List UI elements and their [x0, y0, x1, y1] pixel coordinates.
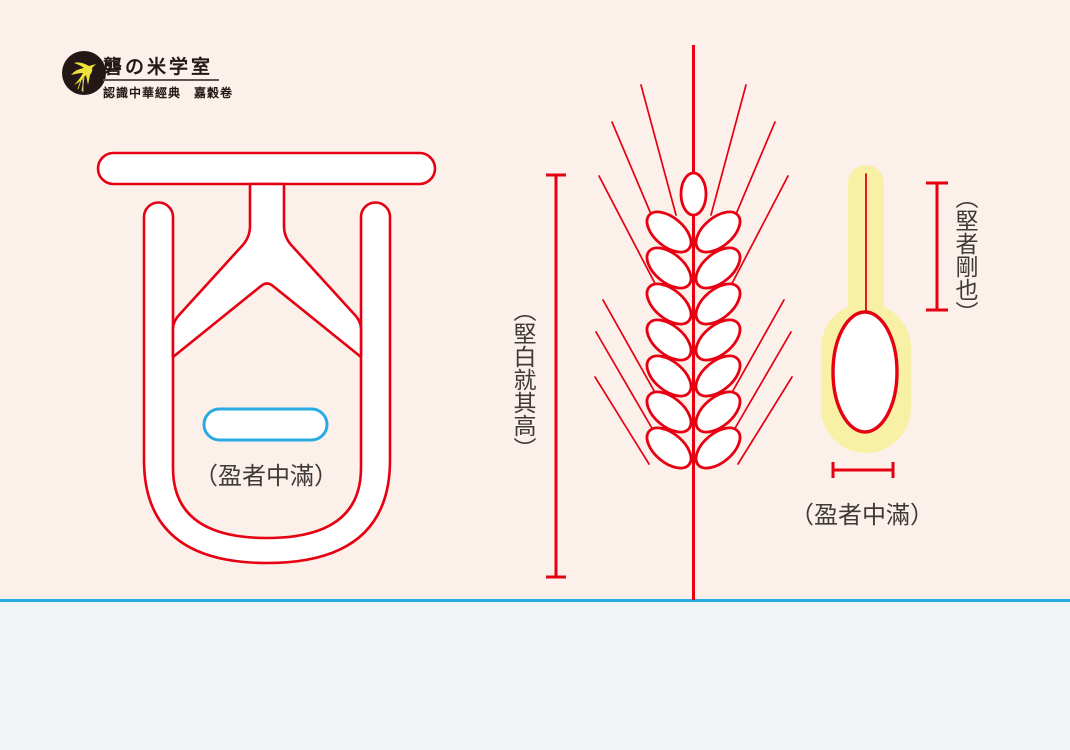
- wheat-awns-left: [594, 84, 677, 465]
- grain-awn-caption: （堅者剛也）: [952, 186, 978, 324]
- top-bar-stroke: [96, 151, 437, 186]
- wheat-awns-right: [710, 84, 793, 465]
- logo-subtitle: 認識中華經典 嘉穀卷: [103, 86, 234, 100]
- kernel-ellipse: [831, 310, 899, 434]
- wheat-height-caption: （堅白就其高）: [510, 299, 536, 460]
- fork-stroke: [171, 182, 363, 359]
- container-stroke: [142, 201, 392, 565]
- seal-character-figure: [96, 151, 437, 565]
- seal-character-caption: （盈者中滿）: [194, 463, 338, 490]
- grain-figure: [821, 165, 948, 478]
- height-measure-line: [546, 173, 566, 579]
- logo-divider: [103, 79, 219, 81]
- wheat-figure: [594, 45, 793, 600]
- ground-line: [0, 599, 1070, 602]
- wheat-grains: [645, 171, 742, 470]
- width-measure-line: [831, 462, 895, 478]
- grain-width-caption: （盈者中滿）: [790, 502, 934, 529]
- awn-measure-line: [926, 181, 948, 312]
- lower-background-band: [0, 602, 1070, 750]
- logo: [62, 51, 106, 95]
- swallow-bird-icon: [62, 51, 106, 95]
- logo-title: 礱の米学室: [103, 57, 214, 78]
- inner-capsule: [202, 407, 329, 442]
